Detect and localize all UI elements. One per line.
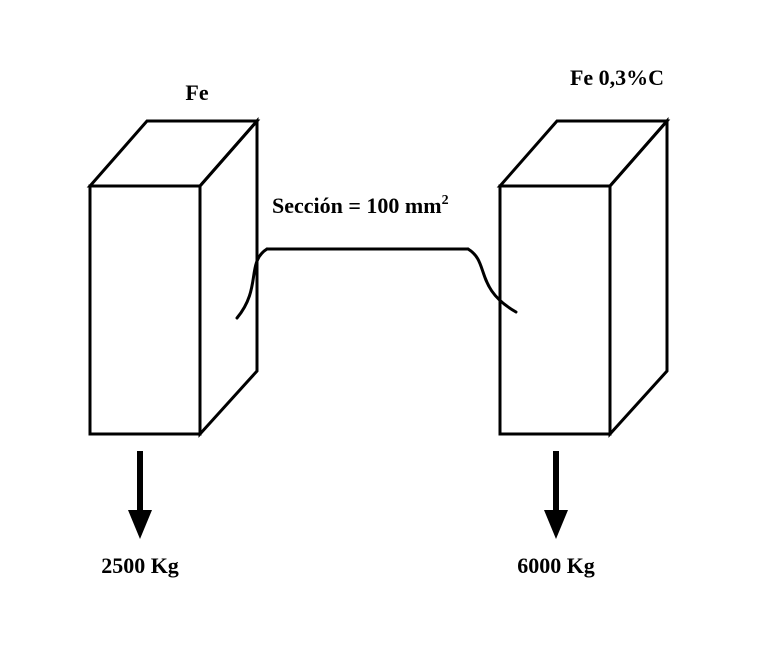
- left-block-top-face: [86, 119, 261, 188]
- left-block: [86, 117, 261, 438]
- left-block-side-face: [198, 117, 259, 438]
- left-force-arrow: [128, 451, 152, 539]
- left-arrow-head: [128, 510, 152, 539]
- left-block-front-face: [88, 184, 202, 436]
- bar-left-attachment: [235, 247, 269, 320]
- right-block-front-face: [498, 184, 612, 436]
- right-block-label: Fe 0,3%C: [570, 65, 664, 90]
- left-block-label: Fe: [185, 80, 208, 105]
- right-block-side-face: [608, 117, 669, 438]
- section-label: Sección = 100 mm2: [272, 193, 449, 218]
- left-force-label: 2500 Kg: [101, 553, 179, 578]
- right-force-label: 6000 Kg: [517, 553, 595, 578]
- bar-right-attachment: [466, 247, 518, 314]
- section-label-superscript: 2: [442, 193, 449, 208]
- right-block-top-face: [496, 119, 671, 188]
- right-block: [496, 117, 671, 438]
- connecting-bar: [235, 247, 518, 320]
- right-arrow-head: [544, 510, 568, 539]
- section-label-text: Sección = 100 mm: [272, 193, 442, 218]
- right-force-arrow: [544, 451, 568, 539]
